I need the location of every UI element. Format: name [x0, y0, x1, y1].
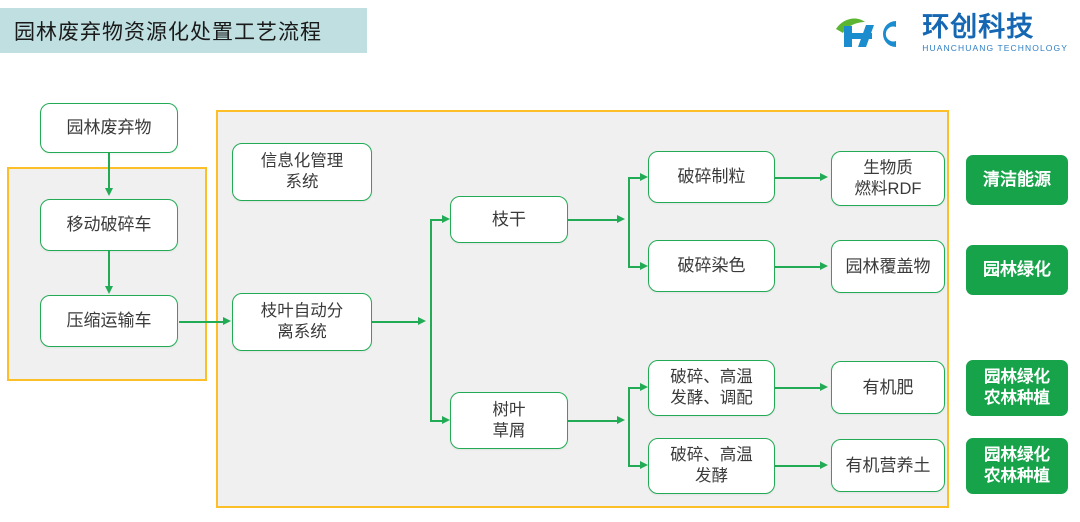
node-organic-fertilizer-label: 有机肥: [862, 377, 914, 397]
node-crush-pelletize[interactable]: 破碎制粒: [648, 151, 775, 203]
connector-leaves-to-blend: [628, 387, 642, 389]
page-title: 园林废弃物资源化处置工艺流程: [14, 20, 322, 44]
node-leaves-grass-label-line1: 树叶: [492, 400, 526, 419]
output-clean-energy[interactable]: 清洁能源: [966, 155, 1068, 205]
brand-name-cn: 环创科技: [922, 11, 1035, 42]
arrowhead-branch-out: [617, 215, 625, 223]
connector-source-to-crusher: [108, 152, 110, 190]
arrowhead-crusher-to-truck: [104, 286, 113, 294]
output-clean-energy-label: 清洁能源: [983, 170, 1051, 190]
node-garden-mulch[interactable]: 园林覆盖物: [831, 240, 945, 293]
connector-separation-to-split: [372, 321, 420, 323]
node-rdf-label-line1: 生物质: [863, 158, 913, 177]
connector-branch-out: [568, 219, 620, 221]
arrowhead-leaves-to-blend: [640, 383, 648, 391]
arrowhead-dye-to-mulch: [820, 262, 828, 270]
brand-name-en: HUANCHUANG TECHNOLOGY: [922, 42, 1068, 53]
hc-logo-icon: [832, 13, 918, 53]
connector-ferment-to-soil: [775, 465, 823, 467]
node-separation-label-line1: 枝叶自动分: [260, 302, 344, 321]
node-info-system-label-line1: 信息化管理: [260, 152, 344, 171]
output-landscaping-agroforestry-1-line2: 农林种植: [984, 389, 1050, 407]
connector-dye-to-mulch: [775, 266, 823, 268]
connector-branch-to-pellet: [628, 177, 642, 179]
connector-leaves-split-vertical: [628, 387, 630, 466]
connector-leaves-to-ferment: [628, 465, 642, 467]
connector-split-to-leaves: [430, 420, 446, 422]
node-leaves-grass-label-line2: 草屑: [492, 421, 526, 440]
connector-pellet-to-rdf: [775, 177, 823, 179]
connector-blend-to-fertilizer: [775, 387, 823, 389]
connector-split-to-branch: [430, 219, 446, 221]
node-separation-label-line2: 离系统: [277, 323, 327, 341]
company-logo: 环创科技 HUANCHUANG TECHNOLOGY: [832, 10, 1068, 56]
node-compaction-truck[interactable]: 压缩运输车: [40, 295, 178, 347]
connector-crusher-to-truck: [108, 250, 110, 288]
output-landscaping-agroforestry-1-line1: 园林绿化: [984, 367, 1050, 386]
arrowhead-leaves-to-ferment: [640, 461, 648, 469]
node-crush-ferment[interactable]: 破碎、高温 发酵: [648, 438, 775, 494]
arrowhead-split-to-branch: [442, 215, 450, 223]
arrowhead-blend-to-fertilizer: [820, 383, 828, 391]
output-landscaping-agroforestry-2-line2: 农林种植: [984, 467, 1050, 485]
node-crush-ferment-blend-label-line2: 发酵、调配: [670, 389, 753, 407]
arrowhead-ferment-to-soil: [820, 461, 828, 469]
node-garden-waste-label: 园林废弃物: [66, 118, 152, 138]
arrowhead-branch-to-dye: [640, 262, 648, 270]
connector-split-vertical: [430, 219, 432, 422]
arrowhead-truck-to-separation: [223, 317, 231, 325]
output-landscaping-agroforestry-2-line1: 园林绿化: [984, 445, 1050, 464]
arrowhead-leaves-out: [617, 416, 625, 424]
arrowhead-pellet-to-rdf: [820, 173, 828, 181]
arrowhead-split-to-leaves: [442, 416, 450, 424]
node-branches[interactable]: 枝干: [450, 196, 568, 243]
node-crush-dye-label: 破碎染色: [677, 256, 746, 276]
node-biomass-fuel-rdf[interactable]: 生物质 燃料RDF: [831, 151, 945, 206]
node-crush-ferment-blend-label-line1: 破碎、高温: [670, 368, 753, 387]
node-info-system-label-line2: 系统: [285, 173, 319, 191]
output-landscaping-label: 园林绿化: [983, 260, 1051, 280]
node-crush-ferment-label-line1: 破碎、高温: [670, 446, 753, 465]
connector-leaves-out: [568, 420, 620, 422]
node-rdf-label-line2: 燃料RDF: [854, 179, 922, 198]
page-title-banner: 园林废弃物资源化处置工艺流程: [0, 8, 367, 53]
output-landscaping[interactable]: 园林绿化: [966, 245, 1068, 295]
brand-text: 环创科技 HUANCHUANG TECHNOLOGY: [922, 11, 1068, 53]
node-garden-mulch-label: 园林覆盖物: [845, 256, 931, 276]
node-organic-nutrient-soil[interactable]: 有机营养土: [831, 439, 945, 492]
connector-branch-to-dye: [628, 266, 642, 268]
arrowhead-branch-to-pellet: [640, 173, 648, 181]
arrowhead-source-to-crusher: [104, 188, 113, 196]
connector-branch-split-vertical: [628, 177, 630, 267]
arrowhead-separation-split: [418, 317, 426, 325]
node-compaction-truck-label: 压缩运输车: [66, 311, 152, 331]
node-crush-pelletize-label: 破碎制粒: [677, 167, 746, 187]
output-landscaping-agroforestry-1[interactable]: 园林绿化 农林种植: [966, 360, 1068, 416]
node-information-management-system[interactable]: 信息化管理 系统: [232, 143, 372, 201]
node-mobile-crusher[interactable]: 移动破碎车: [40, 199, 178, 251]
node-branches-label: 枝干: [492, 209, 526, 229]
node-crush-ferment-blend[interactable]: 破碎、高温 发酵、调配: [648, 360, 775, 416]
node-garden-waste[interactable]: 园林废弃物: [40, 103, 178, 153]
node-leaves-grass[interactable]: 树叶 草屑: [450, 392, 568, 449]
node-branch-leaf-separation-system[interactable]: 枝叶自动分 离系统: [232, 293, 372, 351]
node-mobile-crusher-label: 移动破碎车: [66, 215, 152, 235]
node-crush-dye[interactable]: 破碎染色: [648, 240, 775, 292]
node-organic-fertilizer[interactable]: 有机肥: [831, 361, 945, 414]
node-organic-nutrient-soil-label: 有机营养土: [845, 455, 931, 475]
output-landscaping-agroforestry-2[interactable]: 园林绿化 农林种植: [966, 438, 1068, 494]
node-crush-ferment-label-line2: 发酵: [695, 467, 728, 485]
connector-truck-to-separation: [179, 321, 224, 323]
